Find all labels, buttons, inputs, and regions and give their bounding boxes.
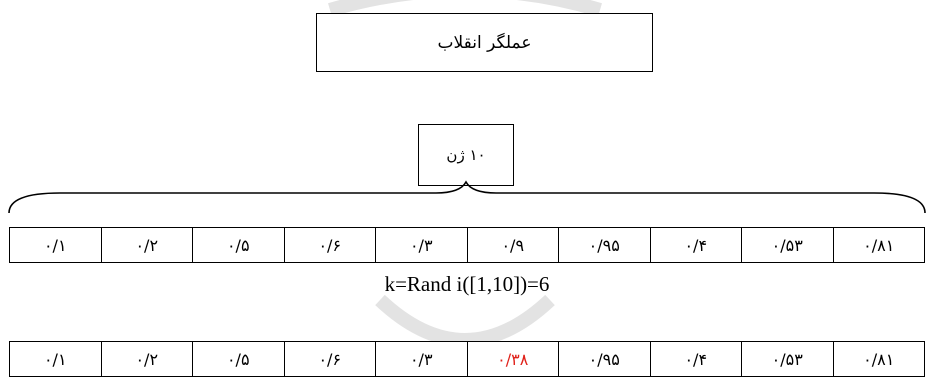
gene-cell: ۰/۳ — [376, 228, 468, 262]
title-text: عملگر انقلاب — [437, 32, 532, 53]
gene-cell: ۰/۴ — [651, 342, 742, 376]
gene-cell: ۰/۹۵ — [559, 342, 651, 376]
gene-cell: ۰/۹ — [468, 228, 559, 262]
random-index-formula: k=Rand i([1,10])=6 — [384, 272, 550, 296]
gene-cell: ۰/۸۱ — [863, 235, 895, 255]
gene-cell-mutated: ۰/۳۸ — [468, 342, 559, 376]
gene-cell: ۰/۴ — [651, 228, 742, 262]
gene-cell: ۰/۵۳ — [742, 228, 834, 262]
title-box: عملگر انقلاب — [316, 13, 653, 72]
gene-cell: ۰/۱ — [10, 342, 102, 376]
gene-cell: ۰/۶ — [285, 228, 376, 262]
gene-cell: ۰/۵۳ — [742, 342, 834, 376]
gene-cell: ۰/۵ — [193, 228, 285, 262]
gene-cell: ۰/۳ — [376, 342, 468, 376]
curly-brace — [8, 180, 926, 214]
gene-cell: ۰/۲ — [102, 228, 193, 262]
gene-cell: ۰/۹۵ — [559, 228, 651, 262]
gene-cell: ۰/۵ — [193, 342, 285, 376]
gene-cell: ۰/۶ — [285, 342, 376, 376]
gene-cell: ۰/۲ — [102, 342, 193, 376]
gene-cell: ۰/۱ — [10, 228, 102, 262]
gene-cell: ۰/۸۱ — [863, 349, 895, 369]
gene-count-box: ۱۰ ژن — [418, 124, 514, 186]
gene-count-label: ۱۰ ژن — [446, 146, 486, 164]
